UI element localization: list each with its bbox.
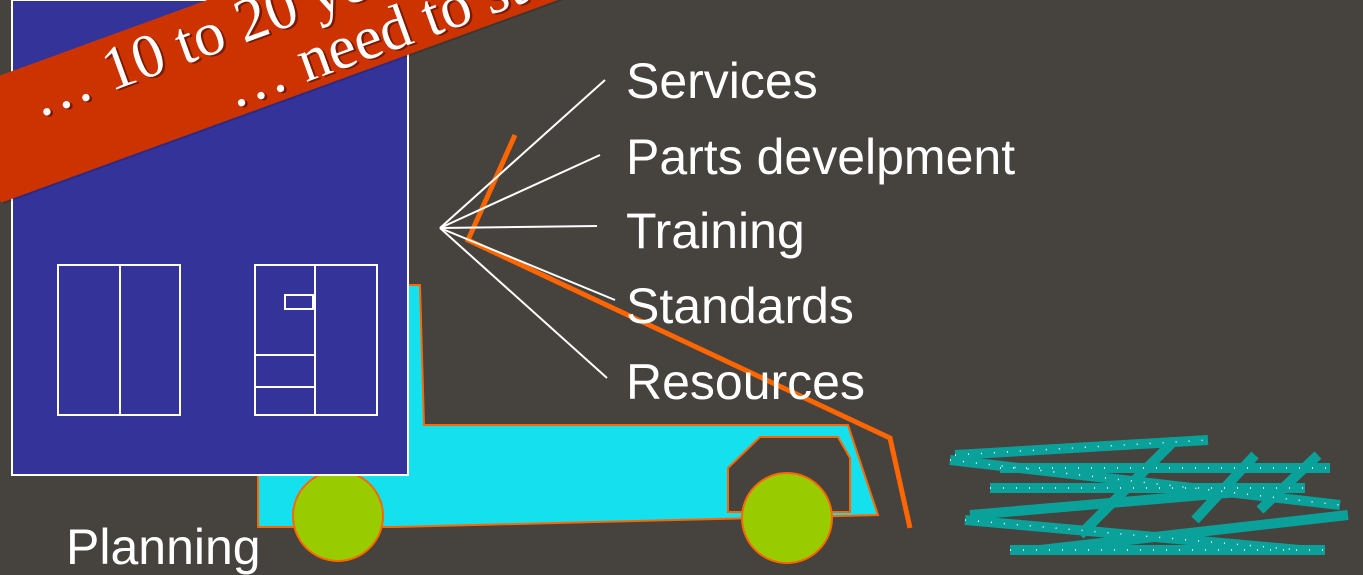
- connector-training: [439, 225, 598, 229]
- lumber-plank: [1039, 510, 1349, 555]
- building-panel-large: [254, 354, 316, 388]
- connector-parts: [439, 154, 601, 229]
- item-standards: Standards: [626, 278, 854, 334]
- truck-body: [257, 284, 880, 528]
- lumber-highlights: [949, 439, 1341, 551]
- connector-resources: [439, 227, 608, 379]
- building-panel-small: [284, 294, 314, 310]
- planning-label: Planning: [66, 519, 261, 575]
- item-resources: Resources: [626, 354, 865, 410]
- connector-standards: [439, 227, 616, 301]
- lumber-plank: [1076, 436, 1179, 539]
- item-parts-development: Parts develpment: [626, 129, 1016, 185]
- connector-lines: [439, 79, 616, 379]
- lumber-plank: [1256, 451, 1322, 514]
- item-training: Training: [626, 203, 805, 259]
- connector-services: [439, 79, 606, 229]
- lumber-plank: [969, 483, 1286, 520]
- orange-line: [464, 133, 913, 529]
- truck-front-wheel: [741, 472, 833, 564]
- truck: [257, 284, 880, 564]
- item-services: Services: [626, 53, 818, 109]
- lumber-pile: [949, 435, 1349, 555]
- truck-rear-wheel: [292, 470, 384, 562]
